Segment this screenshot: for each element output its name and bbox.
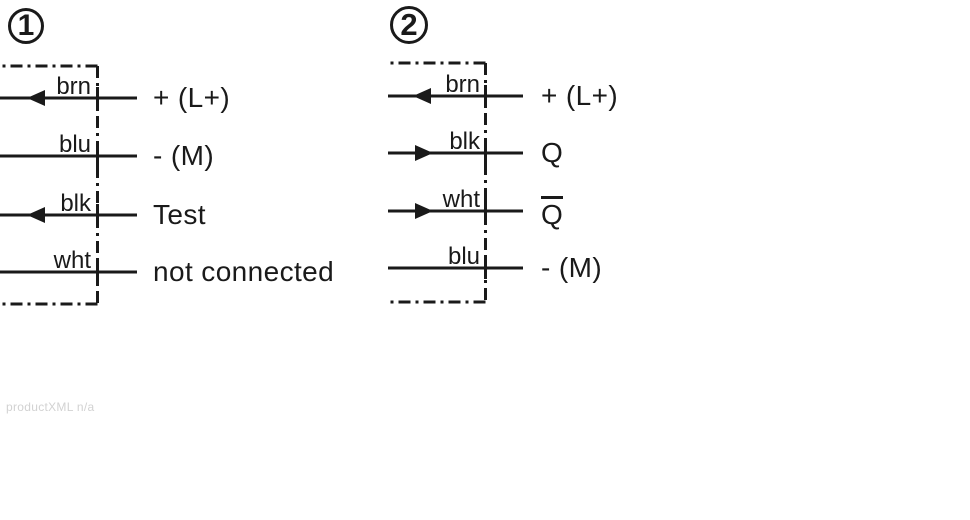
wire-color-label: blu <box>447 243 480 270</box>
wire-color-label: brn <box>56 73 91 100</box>
diagram-1-number-badge: 1 <box>8 8 44 44</box>
product-xml-footnote: productXML n/a <box>6 400 95 414</box>
wire-signal-label: not connected <box>153 256 335 287</box>
d2-arrow-right-wht-icon <box>415 203 433 219</box>
wire-color-label: wht <box>442 186 480 213</box>
wire-color-label: blu <box>58 131 91 158</box>
wire-signal-label: Q <box>541 196 564 229</box>
wire-signal-label: Test <box>153 199 206 230</box>
d1-arrow-left-blk-icon <box>27 207 45 223</box>
wire-signal-label: + (L+) <box>541 80 619 111</box>
d2-arrow-right-blk-icon <box>415 145 433 161</box>
wire-signal-label: Q <box>541 137 564 168</box>
wire-signal-label: + (L+) <box>153 82 231 113</box>
wire-color-label: wht <box>53 247 91 274</box>
wire-color-label: brn <box>445 71 480 98</box>
d1-arrow-left-brn-icon <box>27 90 45 106</box>
d2-arrow-left-brn-icon <box>413 88 431 104</box>
q-inverted-label: Q <box>541 196 564 229</box>
wire-color-label: blk <box>449 128 480 155</box>
wire-color-label: blk <box>60 190 91 217</box>
wire-signal-label: - (M) <box>541 252 603 283</box>
wire-signal-label: - (M) <box>153 140 215 171</box>
diagram-2-number-badge: 2 <box>390 6 428 44</box>
